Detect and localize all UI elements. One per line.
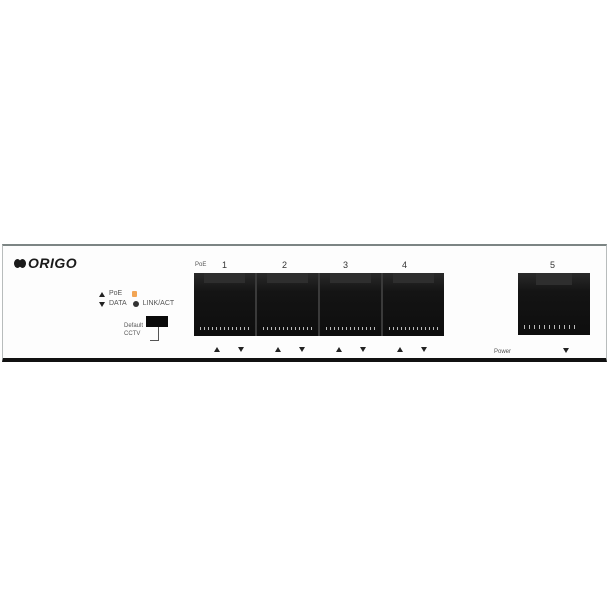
port-4-data-led-icon — [421, 347, 427, 352]
port-4-number: 4 — [402, 260, 408, 270]
poe-ports-label: PoE — [195, 262, 207, 268]
brand-mark-icon — [14, 258, 26, 268]
port-5-number: 5 — [550, 260, 556, 270]
poe-led-icon — [132, 291, 138, 297]
rj45-port-4[interactable] — [383, 273, 444, 336]
port-3-leds — [336, 347, 366, 352]
legend-link-label: LINK/ACT — [142, 300, 175, 307]
mode-switch[interactable] — [146, 316, 168, 327]
port-3-data-led-icon — [360, 347, 366, 352]
port-4-poe-led-icon — [397, 347, 403, 352]
port-5-led-icon — [563, 348, 569, 353]
port-1-data-led-icon — [238, 347, 244, 352]
port-3-number: 3 — [343, 260, 349, 270]
port-1-leds — [214, 347, 244, 352]
brand-logo: ORIGO — [14, 255, 77, 271]
link-led-icon — [132, 301, 139, 307]
port-4-leds — [397, 347, 427, 352]
triangle-down-icon — [99, 301, 105, 307]
led-legend: PoE DATA LINK/ACT — [99, 289, 174, 309]
rj45-port-2[interactable] — [257, 273, 320, 336]
port-2-data-led-icon — [299, 347, 305, 352]
rj45-port-5[interactable] — [518, 273, 590, 335]
brand-name: ORIGO — [28, 255, 78, 271]
port-2-leds — [275, 347, 305, 352]
power-label: Power — [494, 349, 512, 355]
port-2-number: 2 — [282, 260, 288, 270]
port-3-poe-led-icon — [336, 347, 342, 352]
legend-data-label: DATA — [109, 300, 127, 307]
port-1-poe-led-icon — [214, 347, 220, 352]
port-2-poe-led-icon — [275, 347, 281, 352]
switch-leader-line — [150, 327, 159, 341]
triangle-up-icon — [99, 291, 105, 297]
mode-switch-label: Default CCTV — [124, 322, 143, 338]
mode-default-label: Default — [124, 323, 144, 329]
rj45-port-3[interactable] — [320, 273, 383, 336]
switch-front-panel: ORIGO PoE DATA LINK/ACT Default CCTV PoE… — [2, 244, 607, 362]
legend-poe-label: PoE — [109, 290, 123, 297]
mode-cctv-label: CCTV — [124, 331, 141, 337]
poe-port-block — [194, 273, 444, 336]
port-1-number: 1 — [222, 260, 228, 270]
rj45-port-1[interactable] — [194, 273, 257, 336]
